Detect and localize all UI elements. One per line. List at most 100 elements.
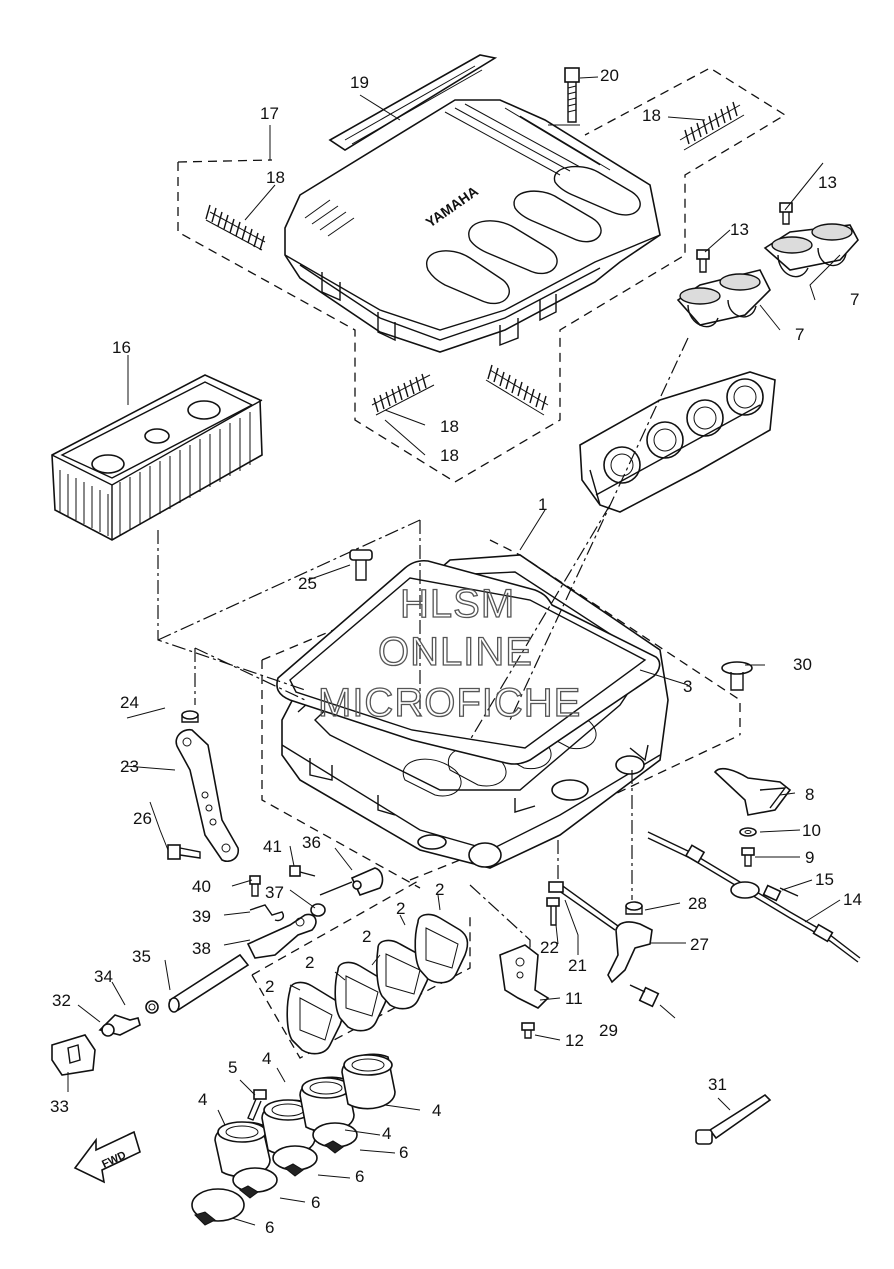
callout-18: 18	[266, 168, 285, 187]
bolt-26	[167, 844, 201, 860]
spring-18-left	[205, 204, 266, 251]
callout-1: 1	[538, 495, 547, 514]
pin-21	[548, 881, 619, 931]
clamp-6-a	[191, 1188, 245, 1226]
callout-17: 17	[260, 104, 279, 123]
pipe-35	[168, 953, 250, 1013]
callout-39: 39	[192, 907, 211, 926]
callout-4: 4	[382, 1124, 391, 1143]
callout-21: 21	[568, 956, 587, 975]
collar-24	[181, 710, 199, 723]
callout-2: 2	[265, 977, 274, 996]
clamp-6-b	[232, 1167, 278, 1199]
funnel-7-lower	[676, 269, 771, 328]
stay-23	[175, 728, 240, 863]
callout-23: 23	[120, 757, 139, 776]
bolt-13-upper	[779, 202, 793, 225]
joint-4-d	[341, 1053, 396, 1110]
callout-28: 28	[688, 894, 707, 913]
throttle-body-assembly	[579, 371, 776, 513]
bracket-11	[499, 944, 550, 1009]
fwd-direction-marker: FWD	[73, 1130, 141, 1184]
watermark-line2: ONLINE	[378, 630, 533, 674]
cable-tie-31	[695, 1093, 772, 1145]
bolt-15	[762, 884, 799, 902]
callout-10: 10	[802, 821, 821, 840]
callout-34: 34	[94, 967, 113, 986]
bolt-29	[629, 984, 660, 1008]
callout-4: 4	[198, 1090, 207, 1109]
watermark-line1: HLSM	[400, 582, 515, 626]
joint-2-a	[286, 981, 344, 1055]
joint-4-c	[299, 1076, 355, 1133]
sensor-36	[319, 867, 384, 896]
spring-18-mid-left	[371, 373, 435, 416]
callout-2: 2	[305, 953, 314, 972]
callout-11: 11	[565, 989, 583, 1008]
funnel-7-upper	[763, 223, 859, 278]
callout-6: 6	[399, 1143, 408, 1162]
bolt-22	[546, 897, 560, 926]
clamp-6-c	[272, 1145, 318, 1177]
joint-2-d	[414, 913, 469, 984]
joint-group-2	[251, 879, 471, 1059]
callout-6: 6	[355, 1167, 364, 1186]
callout-27: 27	[690, 935, 709, 954]
clamp-6-d	[312, 1122, 358, 1154]
callout-32: 32	[52, 991, 71, 1010]
callout-30: 30	[793, 655, 812, 674]
air-filter-element-16	[51, 374, 263, 541]
callout-13: 13	[730, 220, 749, 239]
callout-6: 6	[265, 1218, 274, 1237]
callout-18: 18	[440, 446, 459, 465]
bracket-27	[607, 921, 653, 984]
hose-14	[647, 831, 861, 963]
callout-29: 29	[599, 1021, 618, 1040]
callout-6: 6	[311, 1193, 320, 1212]
spring-18-right-top	[679, 101, 745, 151]
callout-12: 12	[565, 1031, 584, 1050]
callout-2: 2	[435, 880, 444, 899]
callout-33: 33	[50, 1097, 69, 1116]
callout-18: 18	[440, 417, 459, 436]
callout-7: 7	[850, 290, 859, 309]
bolt-41	[289, 865, 316, 877]
clip-39	[249, 904, 284, 922]
joint-4-a	[214, 1121, 271, 1178]
bolt-25	[349, 549, 373, 581]
sensor-32	[98, 1014, 141, 1037]
callout-37: 37	[265, 883, 284, 902]
callout-35: 35	[132, 947, 151, 966]
seal-3	[276, 559, 661, 765]
callout-labels: 1 2 2 2 2 2 3 4 4 4 4 5 6 6 6 6 7 7 8 9 …	[50, 66, 862, 1237]
callout-41: 41	[263, 837, 282, 856]
callout-4: 4	[432, 1101, 441, 1120]
bracket-8	[713, 767, 792, 816]
cover-assembly-group: YAMAHA	[177, 67, 787, 483]
callout-2: 2	[362, 927, 371, 946]
callout-38: 38	[192, 939, 211, 958]
joint-4-b	[261, 1099, 316, 1156]
watermark-line3: MICROFICHE	[318, 681, 581, 725]
cover-33	[51, 1034, 96, 1076]
callout-9: 9	[805, 848, 814, 867]
callout-8: 8	[805, 785, 814, 804]
callout-22: 22	[540, 938, 559, 957]
bolt-9	[741, 847, 755, 867]
bolt-13-lower	[696, 249, 710, 273]
callout-3: 3	[683, 677, 692, 696]
callout-13: 13	[818, 173, 837, 192]
callout-36: 36	[302, 833, 321, 852]
callout-18: 18	[642, 106, 661, 125]
callout-16: 16	[112, 338, 131, 357]
bolt-20	[564, 67, 580, 123]
collar-28	[625, 901, 643, 915]
joint-2-b	[334, 961, 389, 1032]
callout-7: 7	[795, 325, 804, 344]
callout-2: 2	[396, 899, 405, 918]
callout-31: 31	[708, 1075, 727, 1094]
clamp-34	[145, 1000, 159, 1014]
callout-25: 25	[298, 574, 317, 593]
bolt-30	[721, 661, 753, 691]
